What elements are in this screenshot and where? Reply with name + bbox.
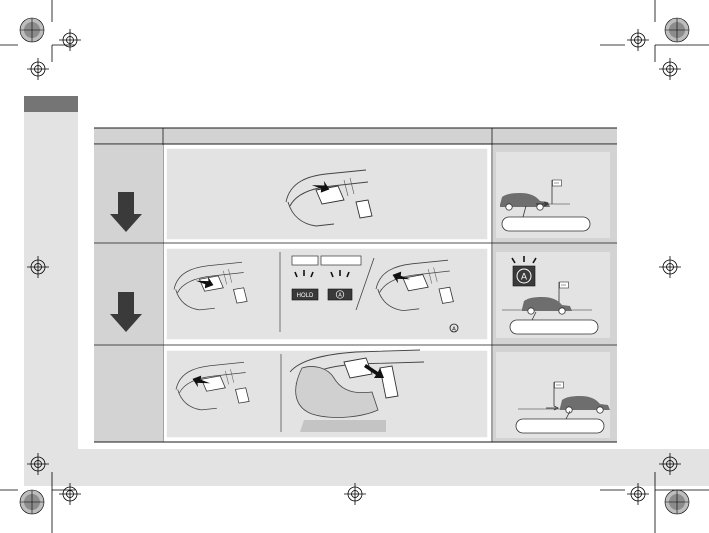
registration-target-icon bbox=[58, 28, 82, 52]
registration-target-icon bbox=[19, 17, 45, 43]
registration-target-icon bbox=[626, 482, 650, 506]
hold-indicator-text: HOLD bbox=[297, 293, 314, 299]
circle-a-icon: A bbox=[449, 323, 459, 333]
auto-indicator-text: A bbox=[521, 272, 527, 282]
circle-a-text: A bbox=[452, 327, 456, 333]
section-tab bbox=[24, 96, 78, 112]
press-arrow-icon bbox=[195, 276, 214, 289]
registration-target-icon bbox=[58, 482, 82, 506]
registration-target-icon bbox=[658, 57, 682, 81]
row1-result-label-box bbox=[501, 216, 591, 232]
registration-target-icon bbox=[664, 489, 690, 515]
indicator-rays bbox=[511, 256, 537, 264]
row3-result-label-box bbox=[515, 418, 605, 434]
table-header-row bbox=[94, 128, 617, 144]
indicator-rays bbox=[294, 270, 350, 278]
registration-target-icon bbox=[664, 17, 690, 43]
auto-brake-hold-indicator-icon: A bbox=[512, 265, 536, 287]
registration-target-icon bbox=[19, 489, 45, 515]
registration-target-icon bbox=[343, 482, 367, 506]
motion-arrow-icon bbox=[546, 405, 559, 411]
press-arrow-icon bbox=[311, 181, 330, 193]
down-arrow-icon bbox=[110, 192, 142, 232]
registration-target-icon bbox=[626, 28, 650, 52]
down-arrow-icon bbox=[110, 292, 142, 332]
row2-result-label-box bbox=[509, 319, 599, 335]
indicator-caption-box bbox=[320, 255, 362, 266]
indicator-caption-box bbox=[291, 255, 319, 266]
auto-indicator-text: A bbox=[338, 293, 342, 299]
release-arrow-icon bbox=[392, 271, 411, 284]
registration-target-icon bbox=[26, 57, 50, 81]
auto-brake-hold-indicator-icon: A bbox=[327, 288, 353, 301]
motion-arrow-icon bbox=[536, 201, 549, 207]
foot-on-accelerator-illustration bbox=[289, 349, 425, 432]
release-arrow-icon bbox=[192, 375, 211, 388]
brake-hold-indicator-icon: HOLD bbox=[291, 288, 319, 301]
press-arrow-icon bbox=[364, 364, 384, 378]
